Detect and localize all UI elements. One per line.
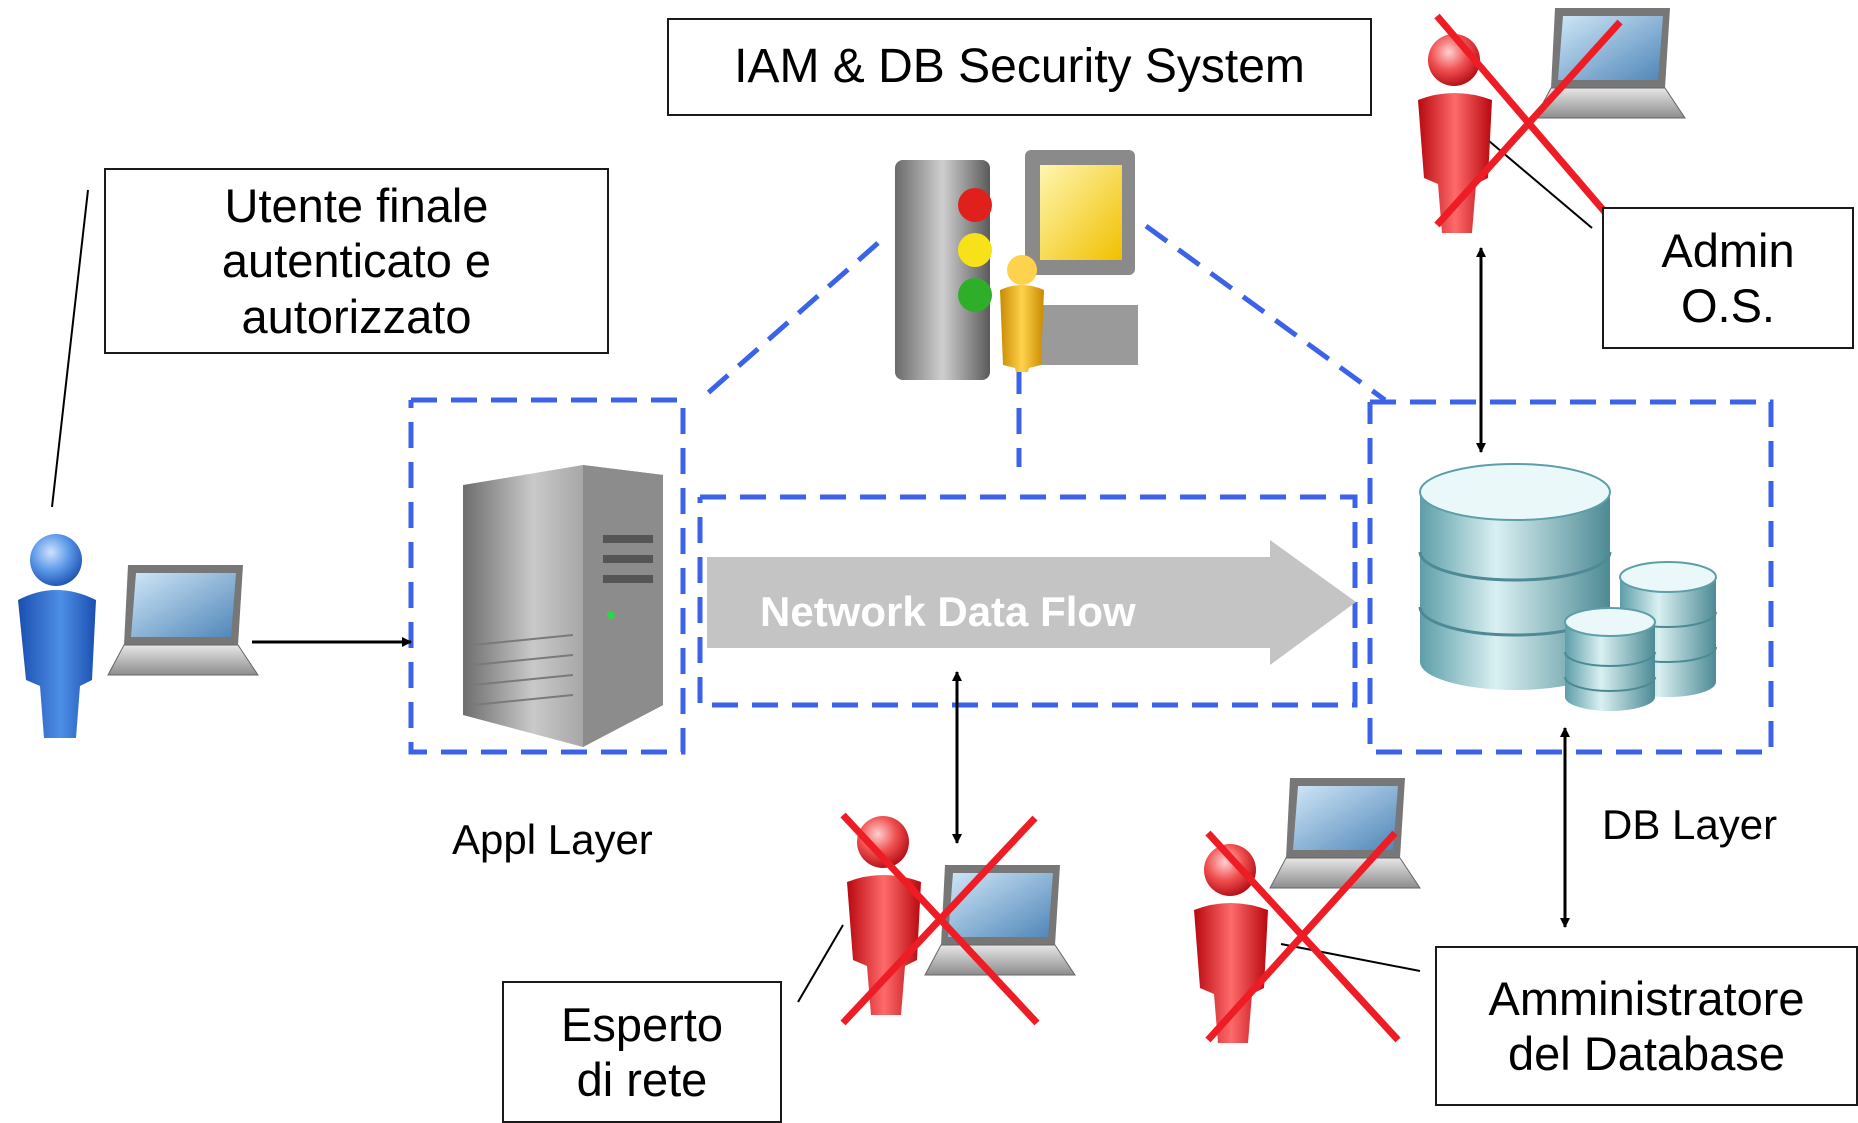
network-expert-person-icon [847, 816, 921, 1015]
appl-layer-boundary [408, 397, 686, 755]
application-server-icon [463, 465, 663, 747]
laptop-icon [107, 565, 259, 676]
callout-lines [51, 129, 1593, 1003]
title-text: IAM & DB Security System [734, 39, 1305, 93]
admin-os-label-line2: O.S. [1680, 279, 1775, 332]
laptop-icon [924, 865, 1076, 976]
database-icon [1418, 463, 1717, 711]
db-admin-label-line1: Amministratore [1488, 971, 1805, 1025]
denied-cross-icon [1434, 13, 1623, 228]
security-dashed-lines [408, 223, 1774, 755]
denied-cross-icon [1205, 830, 1401, 1043]
network-expert-label-box: Esperto di rete [502, 981, 782, 1123]
network-expert-label-line1: Esperto [561, 997, 723, 1051]
iam-security-system-title: IAM & DB Security System [667, 18, 1372, 116]
network-data-flow-arrow [707, 540, 1356, 665]
network-expert-label-line2: di rete [576, 1053, 708, 1106]
end-user-label-line2: autenticato e [221, 234, 492, 288]
db-layer-label: DB Layer [1602, 801, 1778, 848]
end-user-icon [18, 534, 96, 738]
laptop-icon [1534, 8, 1686, 119]
laptop-icon [1269, 778, 1421, 889]
admin-os-label-line1: Admin [1661, 223, 1795, 277]
network-layer-boundary [697, 494, 1358, 708]
db-admin-label-box: Amministratore del Database [1435, 946, 1858, 1106]
denied-cross-icon [840, 812, 1040, 1026]
end-user-label-line3: autorizzato [241, 289, 472, 343]
network-data-flow-label: Network Data Flow [760, 588, 1136, 635]
appl-layer-label: Appl Layer [452, 816, 653, 863]
db-admin-person-icon [1194, 844, 1268, 1043]
connector-arrows [252, 247, 1570, 928]
admin-os-label-box: Admin O.S. [1602, 207, 1854, 349]
db-admin-label-line2: del Database [1508, 1027, 1785, 1080]
iam-security-system-icon [895, 150, 1138, 380]
end-user-label-line1: Utente finale [224, 178, 489, 232]
end-user-label-box: Utente finale autenticato e autorizzato [104, 168, 609, 354]
iam-link-right [1144, 223, 1387, 403]
iam-link-left [698, 241, 880, 402]
